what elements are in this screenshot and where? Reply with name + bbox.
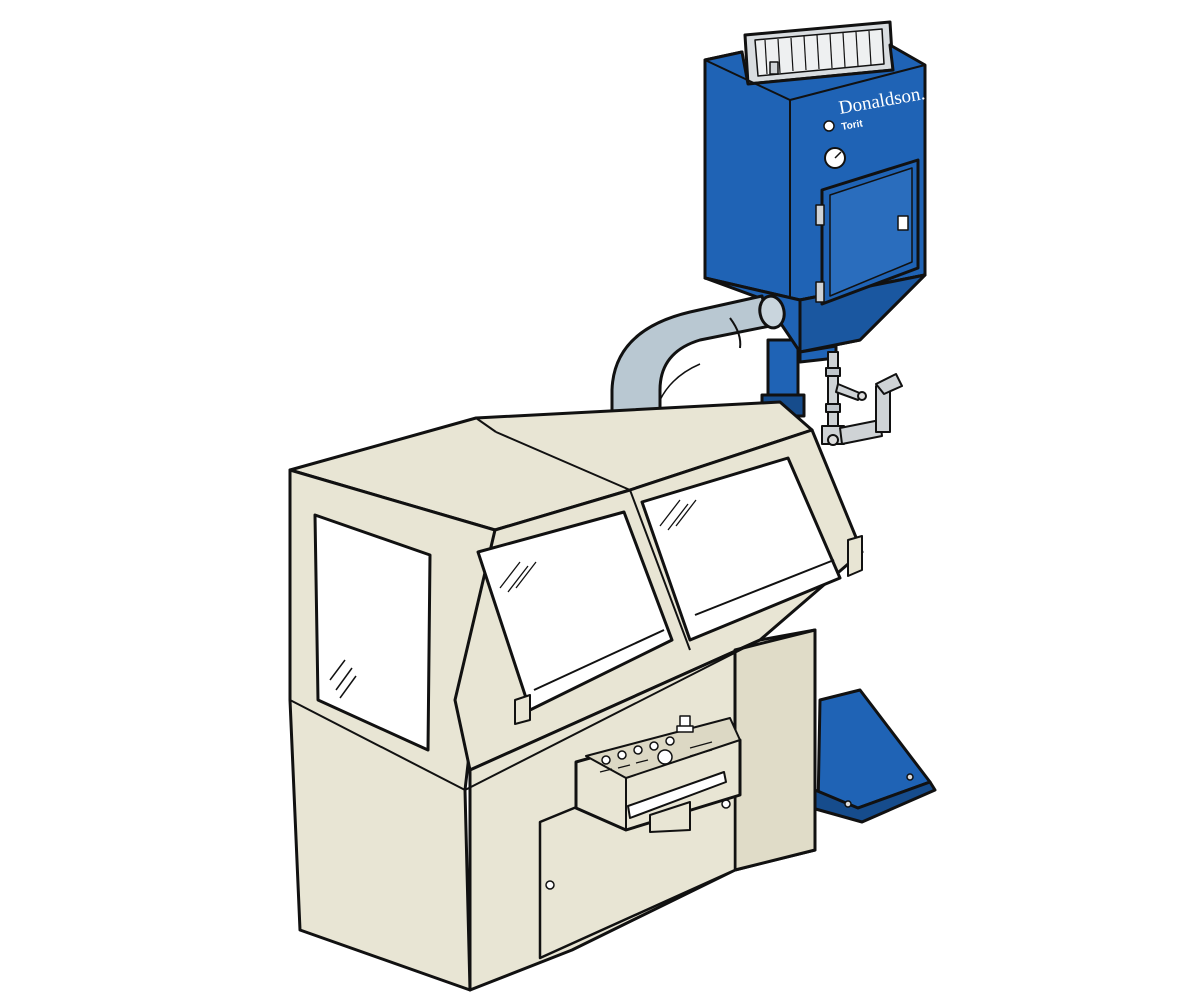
door-latch-icon (514, 694, 531, 725)
front-window-right (640, 456, 842, 642)
discharge-pipe (821, 351, 903, 446)
door-latch-icon (897, 215, 909, 231)
dust-collector: Donaldson. Torit (703, 20, 937, 824)
base-foot-plate (810, 688, 937, 824)
brand-sub: Torit (841, 118, 865, 133)
left-window (313, 513, 432, 752)
gauge-icon (823, 120, 846, 169)
leg-bolt-icon (906, 773, 914, 781)
access-door (815, 158, 920, 306)
control-panel (574, 715, 742, 833)
machine-cabinet (288, 400, 864, 992)
control-button-icon (601, 715, 694, 765)
front-window-left (476, 510, 674, 712)
